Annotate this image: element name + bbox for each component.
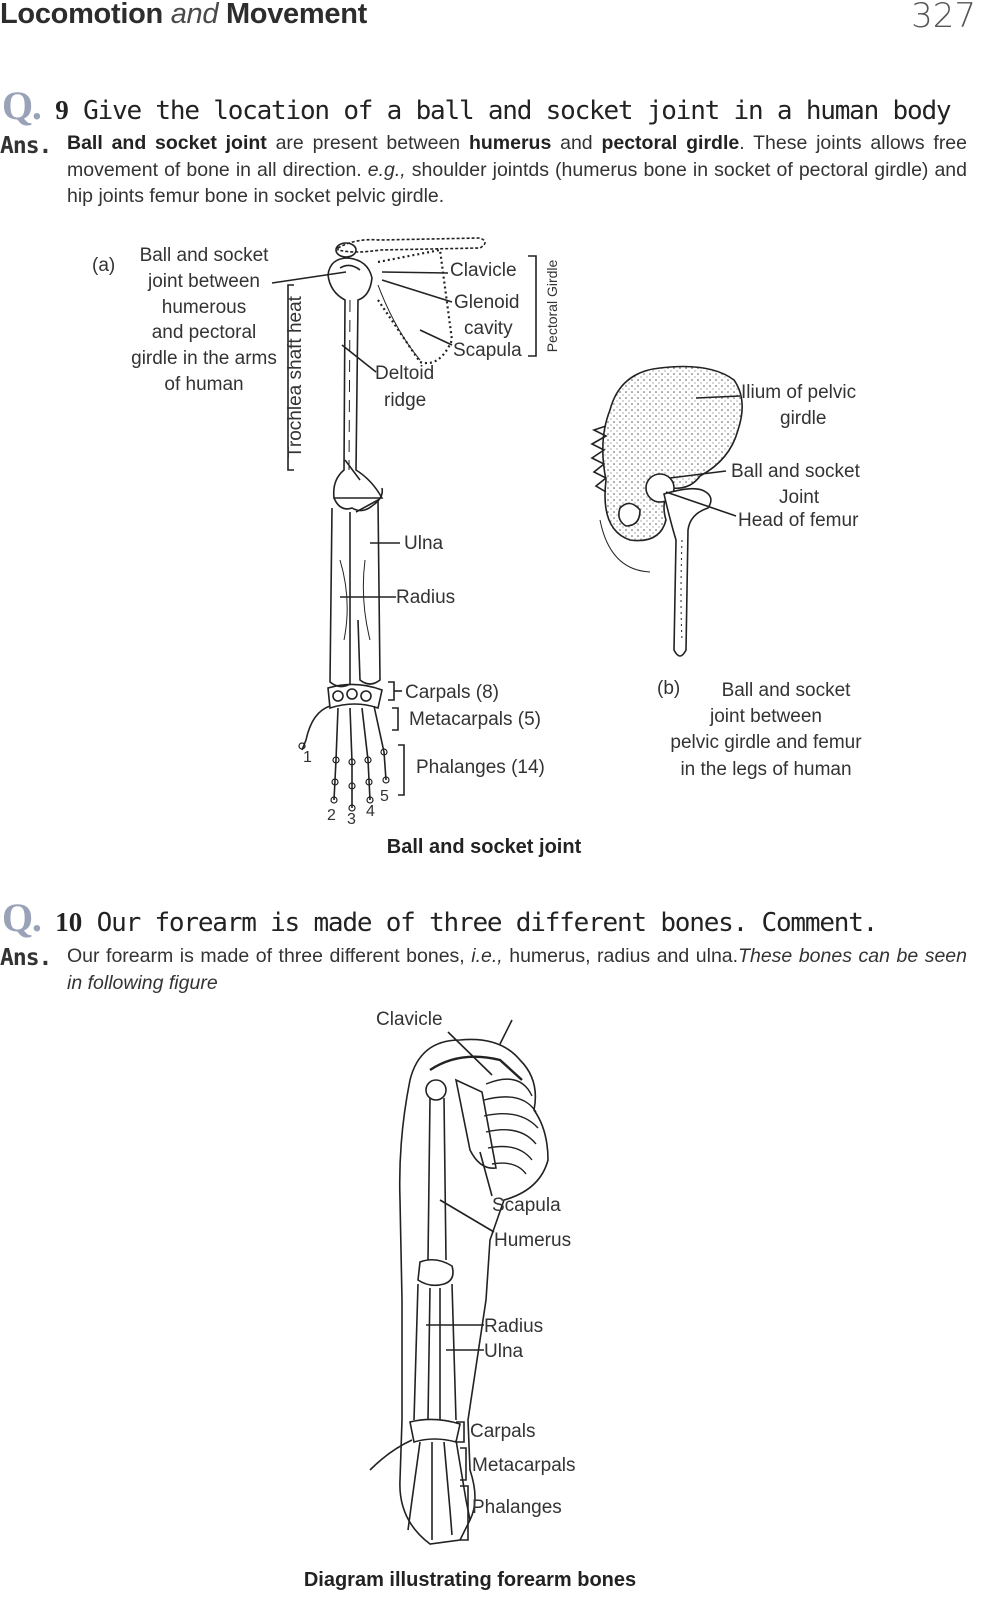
figure-a-desc-line: girdle in the arms [131,348,277,370]
answer-label: Ans. [0,945,52,971]
figure-9-caption: Ball and socket joint [386,836,582,858]
answer-span: are present between [266,132,469,154]
figure-a-desc-line: humerous [161,296,247,318]
figure-b-desc-line: pelvic girdle and femur [670,732,862,754]
answer-span: and [551,132,602,154]
figure-10-caption: Diagram illustrating forearm bones [303,1569,637,1591]
figure-a-desc-line: and pectoral [151,322,257,344]
humerus-label: Humerus [494,1230,572,1251]
question-10: Q. 10 Our forearm is made of three diffe… [2,894,879,941]
answer-span: . These joints allows free movement of b… [67,132,968,181]
digit-label: 3 [347,811,356,828]
page-number: 327 [911,0,976,36]
head-femur-label: Head of femur [738,510,859,531]
answer-italic: e.g., [367,158,406,181]
phalanges-label-2: Phalanges [472,1497,562,1518]
cavity-label: cavity [464,318,513,339]
carpals-label: Carpals (8) [405,682,499,703]
scapula-label: Scapula [453,340,522,361]
radius-label-2: Radius [484,1316,544,1337]
chapter-title-part1: Locomotion [0,0,163,30]
ulna-label-2: Ulna [484,1341,524,1362]
question-text: Give the location of a ball and socket j… [83,96,951,126]
figure-a-desc-line: joint between [148,270,260,292]
question-9: Q. 9 Give the location of a ball and soc… [2,82,952,129]
question-number: 9 [55,95,69,125]
digit-label: 1 [303,749,312,766]
ball-socket-label-line1: Ball and socket [731,461,860,482]
digit-label: 2 [327,807,336,824]
answer-italic: i.e., [471,945,503,967]
question-text: Our forearm is made of three different b… [96,908,879,938]
answer-italic: These bones can be seen in following fig… [67,945,967,994]
answer-label: Ans. [0,133,52,159]
figure-b-desc-line: joint between [710,706,822,728]
ball-socket-label-line2: Joint [779,487,820,508]
metacarpals-label: Metacarpals (5) [409,709,541,730]
scapula-label-2: Scapula [492,1195,561,1216]
radius-label: Radius [396,587,456,608]
figure-b-description: Ball and socket joint between pelvic gir… [650,678,882,783]
clavicle-label: Clavicle [450,260,517,281]
digit-label: 5 [380,788,389,805]
answer-10-text: Our forearm is made of three different b… [67,943,967,996]
figure-b-desc-line: Ball and socket [721,680,851,701]
question-marker: Q. [2,895,42,940]
ilium-label-line1: Ilium of pelvic [741,382,857,403]
ulna-label: Ulna [404,533,444,554]
metacarpals-label-2: Metacarpals [472,1455,576,1476]
figure-b-tag: (b) [657,678,681,699]
answer-span: humerus, radius and ulna. [502,945,739,967]
deltoid-label: Deltoid [375,363,435,384]
digit-label: 4 [366,803,375,820]
figure-a-desc-line: Ball and socket [139,245,269,266]
ridge-label: ridge [384,390,427,411]
figure-a-description: Ball and socket joint between humerous a… [118,243,290,398]
clavicle-label-2: Clavicle [376,1009,443,1030]
figure-a-desc-line: of human [164,373,244,395]
chapter-title-part2: and [170,0,219,30]
chapter-title-part3: Movement [225,0,367,30]
answer-bold: Ball and socket joint [67,132,267,154]
figure-a-tag: (a) [92,255,116,276]
answer-9-text: Ball and socket joint are present betwee… [67,130,967,210]
carpals-label-2: Carpals [470,1421,536,1442]
question-marker: Q. [2,83,42,128]
figure-b-desc-line: in the legs of human [680,758,852,780]
phalanges-label: Phalanges (14) [416,757,545,778]
glenoid-label: Glenoid [454,292,520,313]
answer-span: shoulder jointds (humerus bone in socket… [67,158,968,208]
answer-bold: humerus [468,132,552,154]
question-number: 10 [55,907,83,937]
chapter-title: Locomotion and Movement [0,0,367,31]
answer-bold: pectoral girdle [601,132,740,154]
ilium-label-line2: girdle [780,408,827,429]
answer-span: Our forearm is made of three different b… [67,945,472,967]
